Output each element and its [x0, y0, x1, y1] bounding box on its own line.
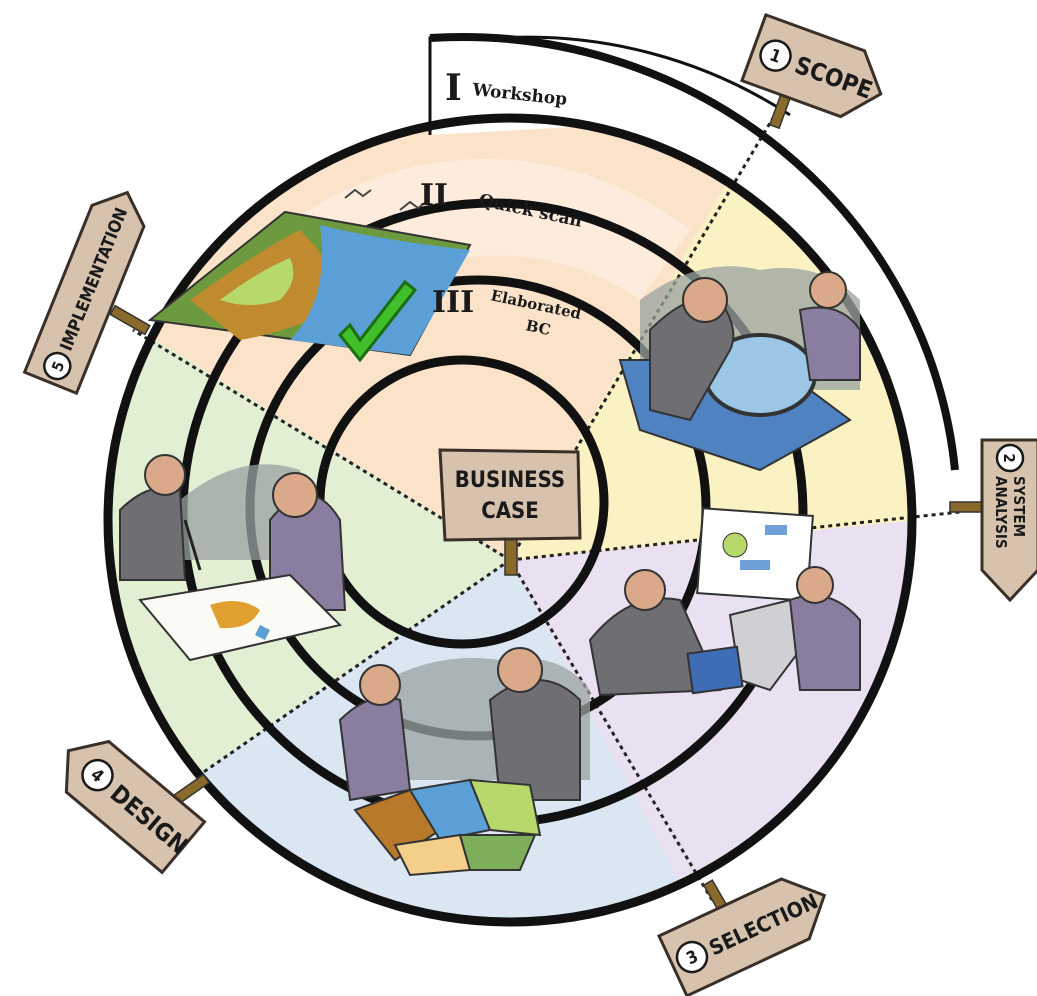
- phase-sign-scope: 1 SCOPE: [740, 12, 883, 130]
- sign-board: [980, 438, 1037, 603]
- sign-board: [22, 190, 146, 396]
- business-case-sign: BUSINESS CASE: [438, 448, 582, 576]
- phase-number-circle: [759, 39, 792, 72]
- puzzle-piece-icon: [458, 834, 537, 871]
- phase-label-line1: SYSTEM: [1010, 476, 1028, 537]
- phase-sign-implementation: 5 IMPLEMENTATION: [22, 190, 151, 396]
- ring-outer-top-arc: [429, 32, 959, 471]
- phase-number-circle: [675, 940, 709, 974]
- puzzle-piece-icon: [468, 778, 542, 837]
- phase-sign-system-analysis: 2 SYSTEM ANALYSIS: [949, 438, 1037, 603]
- center-post: [504, 534, 518, 576]
- phase-number-circle: [81, 758, 114, 792]
- book-icon: [686, 645, 744, 695]
- ring-numeral-workshop: I: [445, 67, 462, 109]
- scene-people-puzzle: [338, 647, 590, 877]
- phase-number: 2: [1000, 453, 1018, 462]
- center-title-line1: BUSINESS: [455, 468, 565, 493]
- sign-post: [109, 304, 151, 336]
- phase-number-circle: [43, 351, 72, 381]
- center-sign-board: [438, 448, 582, 542]
- scene-map-quick-scan: [147, 188, 472, 363]
- scene-people-laptop: [588, 507, 861, 697]
- scene-people-magnifier: [618, 266, 861, 472]
- phase-label-line2: ANALYSIS: [992, 476, 1010, 549]
- ring-label-elaborated-line2: BC: [524, 316, 552, 339]
- scene-people-map-table: [119, 454, 347, 662]
- ring-workshop: [103, 113, 917, 927]
- center-title-line2: CASE: [481, 499, 539, 524]
- bird-icon: [399, 200, 427, 211]
- ring-numeral-quick-scan: II: [420, 178, 448, 213]
- ring-numeral-elaborated: III: [432, 285, 474, 320]
- bird-icon: [344, 188, 372, 199]
- phase-number-circle: [995, 443, 1025, 473]
- flowchart-poster: [696, 507, 814, 602]
